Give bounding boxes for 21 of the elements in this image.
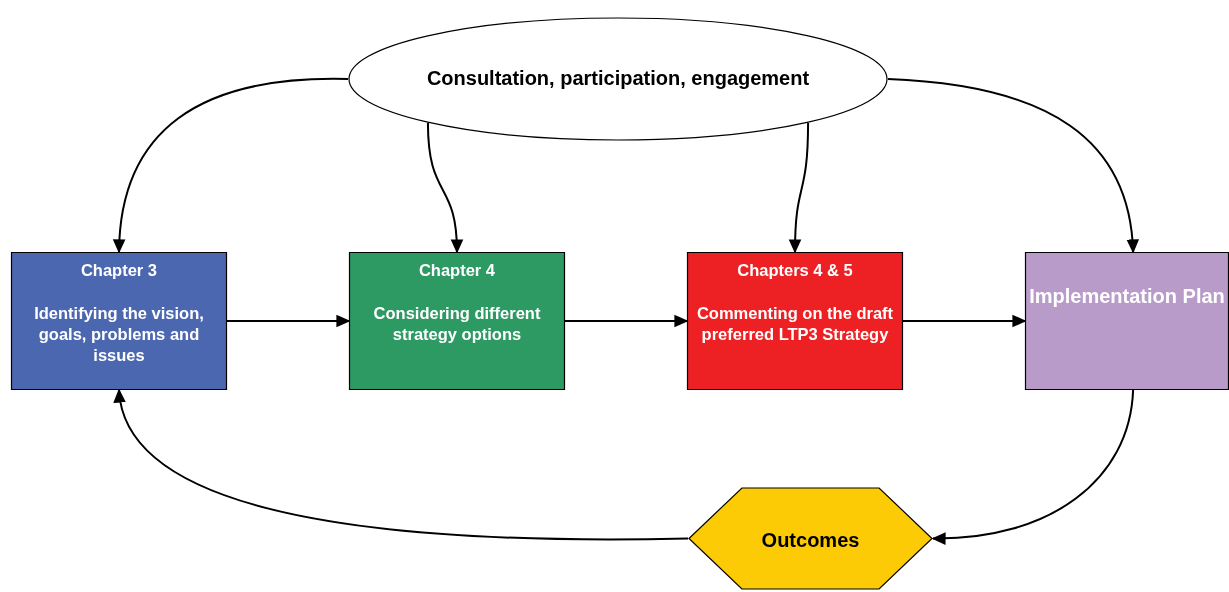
- node-heading: Chapters 4 & 5: [736, 260, 854, 281]
- arrow: [115, 388, 689, 541]
- node-heading: Chapter 4: [417, 260, 497, 281]
- arrow: [788, 122, 810, 254]
- outcome-hexagon: [688, 487, 933, 590]
- node-label: Outcomes: [760, 528, 861, 553]
- process-box: [349, 252, 565, 390]
- ellipse-node: [348, 17, 888, 141]
- node-description: Identifying the vision, goals, problems and issues: [33, 303, 205, 367]
- arrow: [426, 122, 463, 254]
- process-box: [687, 252, 903, 390]
- node-description: Commenting on the draft preferred LTP3 Strategy: [695, 303, 895, 346]
- arrow: [113, 78, 349, 254]
- node-heading: Chapter 3: [79, 260, 159, 281]
- process-box: [11, 252, 227, 390]
- node-label: Implementation Plan: [1029, 284, 1225, 309]
- process-box: [1025, 252, 1229, 390]
- arrow: [887, 78, 1139, 254]
- node-label: Consultation, participation, engagement: [425, 66, 811, 91]
- node-description: Considering different strategy options: [372, 303, 542, 346]
- arrow: [931, 389, 1135, 545]
